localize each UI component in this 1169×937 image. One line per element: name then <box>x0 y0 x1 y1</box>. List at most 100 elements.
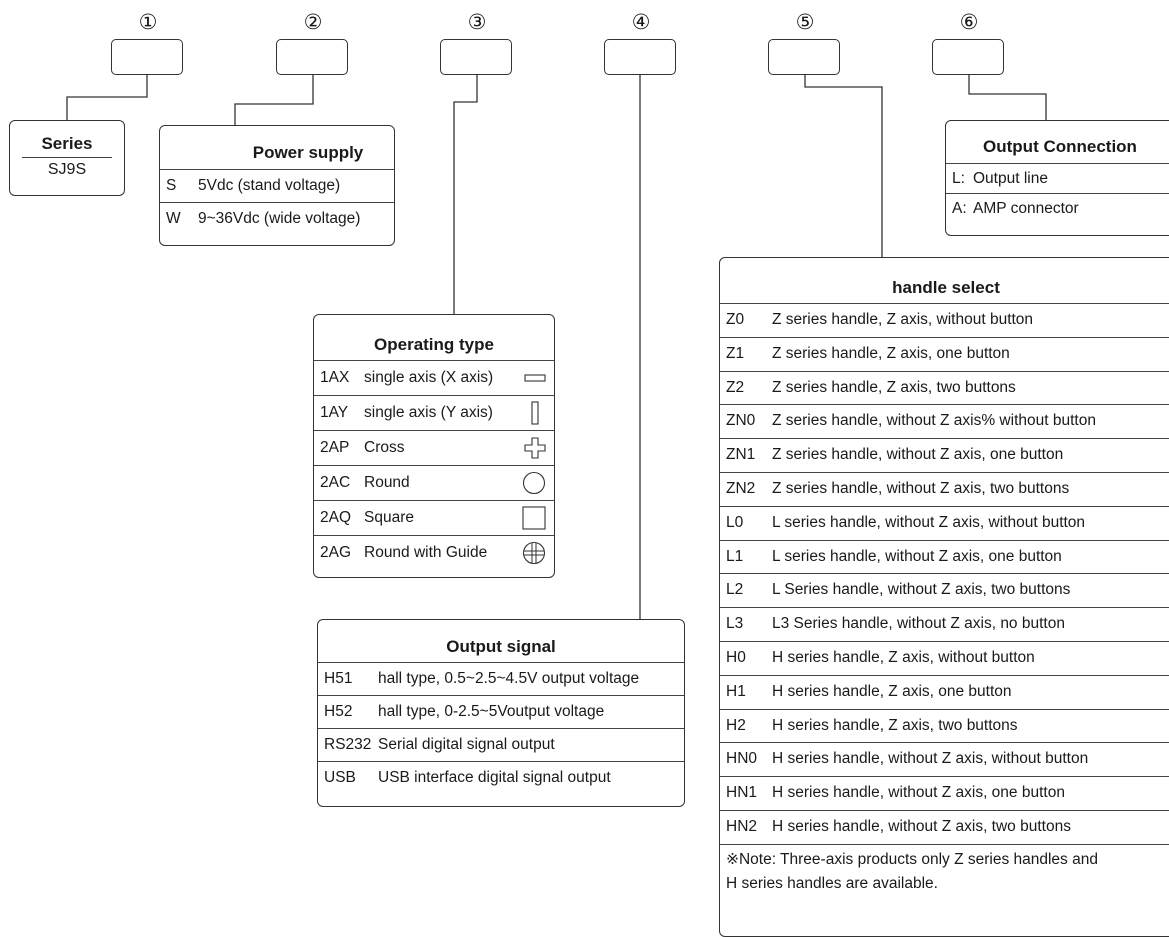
operating-type-title: Operating type <box>374 335 494 354</box>
handle-select-row: L0 L series handle, without Z axis, witho… <box>720 507 1169 541</box>
series-value: SJ9S <box>47 161 87 178</box>
handle-select-desc: L series handle, without Z axis, without… <box>772 513 1086 531</box>
operating-type-code: 2AC <box>320 474 351 491</box>
operating-type-desc: single axis (X axis) <box>364 369 494 386</box>
connector-power-supply <box>234 75 314 125</box>
operating-type-row: 2AG Round with Guide <box>314 536 554 570</box>
connector-handle-select <box>804 75 883 257</box>
connector-series <box>66 75 148 120</box>
series-panel: Series SJ9S <box>9 120 125 196</box>
operating-type-desc: Round with Guide <box>364 544 488 561</box>
operating-type-row: 2AC Round <box>314 466 554 501</box>
handle-select-row: HN2 H series handle, without Z axis, two … <box>720 811 1169 845</box>
handle-select-code: H0 <box>726 648 746 666</box>
handle-select-row: Z2 Z series handle, Z axis, two buttons <box>720 372 1169 406</box>
circle-cross-icon <box>522 541 546 565</box>
handle-select-desc: L3 Series handle, without Z axis, no but… <box>772 615 1065 633</box>
slot-number-5: ⑤ <box>795 11 815 34</box>
cross-icon <box>524 437 546 459</box>
handle-select-desc: Z series handle, without Z axis% without… <box>772 412 1096 430</box>
handle-select-code: Z0 <box>726 311 745 328</box>
circle-icon <box>522 471 546 495</box>
output-signal-title: Output signal <box>446 637 556 656</box>
slot-box-6 <box>932 39 1004 75</box>
slot-box-3 <box>440 39 512 75</box>
power-supply-code: W <box>166 210 181 227</box>
handle-select-desc: Z series handle, Z axis, one button <box>772 344 1010 362</box>
handle-select-code: HN2 <box>726 817 758 835</box>
operating-type-desc: single axis (Y axis) <box>364 404 493 421</box>
handle-select-note-line2: H series handles are available. <box>726 874 938 892</box>
power-supply-row: W 9~36Vdc (wide voltage) <box>160 203 394 235</box>
horizontal-bar-icon <box>524 374 546 382</box>
output-signal-row: USB USB interface digital signal output <box>318 762 684 794</box>
output-signal-panel: Output signal H51 hall type, 0.5~2.5~4.5… <box>317 619 685 807</box>
connector-lines <box>66 75 1047 619</box>
handle-select-code: L0 <box>726 513 744 531</box>
output-signal-row: H51 hall type, 0.5~2.5~4.5V output volta… <box>318 663 684 696</box>
handle-select-desc: Z series handle, Z axis, two buttons <box>772 378 1016 396</box>
square-icon <box>522 506 546 530</box>
handle-select-code: H2 <box>726 716 746 734</box>
handle-select-row: Z0 Z series handle, Z axis, without butto… <box>720 304 1169 338</box>
handle-select-desc: Z series handle, without Z axis, two but… <box>772 479 1070 497</box>
output-connection-code: L: <box>952 170 965 187</box>
power-supply-desc: 9~36Vdc (wide voltage) <box>198 210 361 227</box>
power-supply-title: Power supply <box>252 143 364 162</box>
output-connection-title: Output Connection <box>983 137 1137 156</box>
output-signal-desc: USB interface digital signal output <box>378 769 611 786</box>
operating-type-code: 2AG <box>320 544 352 561</box>
handle-select-code: ZN1 <box>726 446 756 464</box>
power-supply-desc: 5Vdc (stand voltage) <box>198 177 341 194</box>
handle-select-desc: H series handle, Z axis, one button <box>772 682 1012 700</box>
handle-select-row: ZN1 Z series handle, without Z axis, one … <box>720 439 1169 473</box>
output-signal-desc: hall type, 0.5~2.5~4.5V output voltage <box>378 670 640 687</box>
output-signal-code: RS232 <box>324 736 372 753</box>
operating-type-panel: Operating type 1AX single axis (X axis) … <box>313 314 555 578</box>
output-connection-desc: Output line <box>973 170 1048 187</box>
output-signal-desc: Serial digital signal output <box>378 736 555 753</box>
handle-select-code: L2 <box>726 581 744 599</box>
operating-type-row: 2AP Cross <box>314 431 554 466</box>
slot-box-2 <box>276 39 348 75</box>
handle-select-code: ZN2 <box>726 479 756 497</box>
slot-number-4: ④ <box>631 11 651 34</box>
handle-select-desc: Z series handle, Z axis, without button <box>772 311 1034 328</box>
handle-select-rows: Z0 Z series handle, Z axis, without butto… <box>720 304 1169 845</box>
handle-select-desc: Z series handle, without Z axis, one but… <box>772 446 1064 464</box>
power-supply-code: S <box>166 177 177 194</box>
handle-select-title: handle select <box>892 278 1000 297</box>
operating-type-row: 1AX single axis (X axis) <box>314 361 554 396</box>
output-connection-row: A: AMP connector <box>946 194 1169 223</box>
operating-type-row: 1AY single axis (Y axis) <box>314 396 554 431</box>
operating-type-desc: Round <box>364 474 410 491</box>
handle-select-code: Z2 <box>726 378 745 396</box>
slot-number-3: ③ <box>467 11 487 34</box>
handle-select-desc: H series handle, without Z axis, two but… <box>772 817 1071 835</box>
output-connection-desc: AMP connector <box>973 200 1079 217</box>
slot-box-1 <box>111 39 183 75</box>
handle-select-desc: H series handle, without Z axis, one but… <box>772 784 1065 802</box>
operating-type-code: 1AX <box>320 369 350 386</box>
output-signal-code: USB <box>324 769 356 786</box>
handle-select-row: Z1 Z series handle, Z axis, one button <box>720 338 1169 372</box>
handle-select-code: L3 <box>726 615 744 633</box>
handle-select-row: ZN2 Z series handle, without Z axis, two … <box>720 473 1169 507</box>
series-title: Series <box>22 131 112 158</box>
handle-select-code: HN0 <box>726 750 758 768</box>
handle-select-code: Z1 <box>726 344 745 362</box>
handle-select-row: HN0 H series handle, without Z axis, with… <box>720 743 1169 778</box>
handle-select-panel: handle select Z0 Z series handle, Z axis,… <box>719 257 1169 937</box>
handle-select-desc: H series handle, without Z axis, without… <box>772 750 1089 768</box>
operating-type-desc: Square <box>364 509 414 526</box>
slot-box-4 <box>604 39 676 75</box>
vertical-bar-icon <box>531 401 539 425</box>
output-signal-row: RS232 Serial digital signal output <box>318 729 684 762</box>
output-signal-code: H52 <box>324 703 353 720</box>
power-supply-row: S 5Vdc (stand voltage) <box>160 170 394 203</box>
